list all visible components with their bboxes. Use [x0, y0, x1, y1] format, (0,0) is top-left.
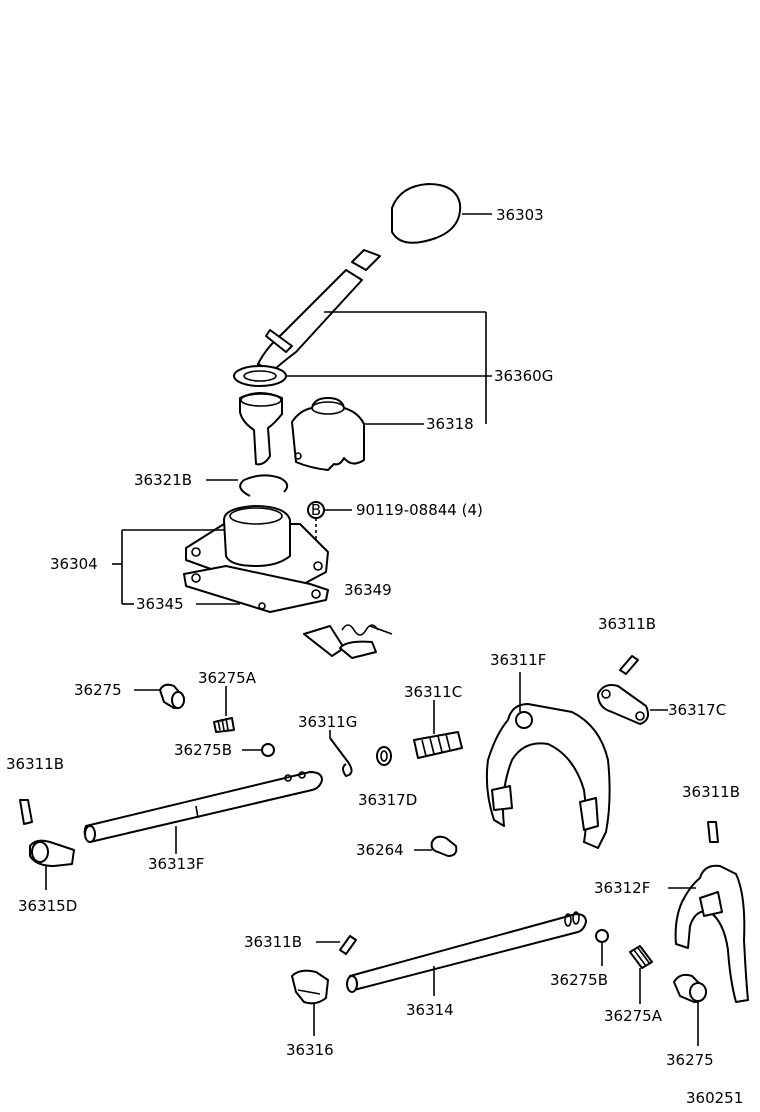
- spring-right: [629, 945, 653, 1004]
- label-36315D: 36315D: [18, 897, 77, 915]
- label-36321B: 36321B: [134, 471, 192, 489]
- label-36349: 36349: [344, 581, 392, 599]
- label-36311C: 36311C: [404, 683, 462, 701]
- shift-head-c: [597, 684, 668, 725]
- label-36304: 36304: [50, 555, 98, 573]
- shift-rail-f: [83, 771, 323, 854]
- clip-g: [329, 730, 353, 777]
- spring-left: [213, 686, 235, 733]
- ball-left: [242, 743, 275, 757]
- label-36275B-right: 36275B: [550, 971, 608, 989]
- lever-boot: [291, 397, 424, 471]
- pin-left: [19, 799, 33, 825]
- pin-right: [707, 821, 719, 843]
- label-36317D: 36317D: [358, 791, 417, 809]
- pin-top-right: [619, 655, 639, 675]
- callout-labels: 36303 36360G 36318 36321B 90119-08844 (4…: [6, 206, 743, 1107]
- plug-left: [134, 683, 185, 709]
- label-36318: 36318: [426, 415, 474, 433]
- label-90119-08844: 90119-08844 (4): [356, 501, 483, 519]
- shift-head: [291, 969, 329, 1036]
- label-36275A-right: 36275A: [604, 1007, 663, 1025]
- label-36311B-right: 36311B: [682, 783, 740, 801]
- label-36314: 36314: [406, 1001, 454, 1019]
- label-36264: 36264: [356, 841, 404, 859]
- shift-lever: [253, 249, 487, 424]
- bolt-marker-letter: B: [311, 501, 321, 519]
- label-36317C: 36317C: [668, 701, 726, 719]
- label-36275B-left: 36275B: [174, 741, 232, 759]
- shift-rail: [346, 911, 587, 996]
- label-36311B-lower: 36311B: [244, 933, 302, 951]
- label-36360G: 36360G: [494, 367, 553, 385]
- pin-lower: [316, 935, 357, 955]
- select-spring: [303, 624, 393, 659]
- shift-fork-f2: [668, 864, 749, 1003]
- shift-head-d: [29, 839, 75, 890]
- label-36311G: 36311G: [298, 713, 357, 731]
- ball-right: [595, 929, 609, 966]
- interlock-key: [414, 835, 458, 857]
- housing-gasket: [183, 565, 329, 613]
- label-36316: 36316: [286, 1041, 334, 1059]
- washer-d: [376, 746, 392, 766]
- label-36313F: 36313F: [148, 855, 204, 873]
- figure-id: 360251: [686, 1089, 743, 1107]
- lever-seat-ring: [233, 365, 492, 387]
- snap-ring: [206, 474, 289, 497]
- label-36311F: 36311F: [490, 651, 546, 669]
- label-36275-right: 36275: [666, 1051, 714, 1069]
- label-36275-left: 36275: [74, 681, 122, 699]
- lever-ball: [239, 392, 283, 466]
- shift-knob: [391, 183, 492, 244]
- label-36311B-top: 36311B: [598, 615, 656, 633]
- label-36345: 36345: [136, 595, 184, 613]
- label-36275A-left: 36275A: [198, 669, 257, 687]
- label-36312F: 36312F: [594, 879, 650, 897]
- label-36303: 36303: [496, 206, 544, 224]
- shift-fork-f: [485, 672, 611, 849]
- plug-right: [673, 973, 707, 1046]
- label-36311B-left: 36311B: [6, 755, 64, 773]
- spring-c: [413, 700, 463, 759]
